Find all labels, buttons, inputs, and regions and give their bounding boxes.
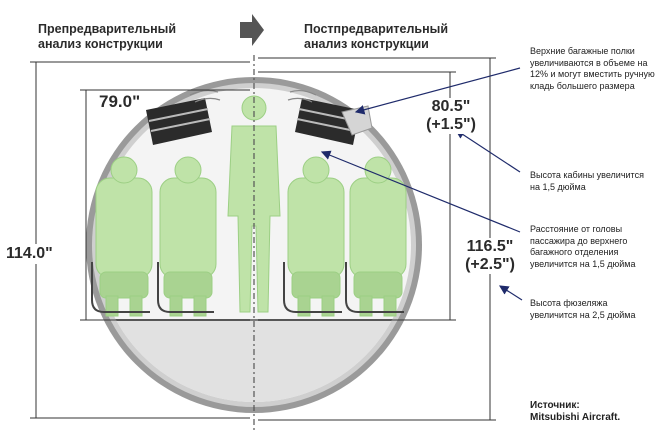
header-left-line2: анализ конструкции: [38, 37, 163, 51]
header-right-line2: анализ конструкции: [304, 37, 429, 51]
fuselage-height-after-group: 116.5" (+2.5"): [452, 238, 528, 274]
cabin-height-after-group: 80.5" (+1.5"): [418, 98, 484, 134]
note-head-line: багажного отделения: [530, 247, 619, 257]
header-right-line1: Постпредварительный: [304, 22, 449, 36]
source-label: Источник:: [530, 400, 580, 411]
seat-1: [95, 156, 153, 317]
cabin-height-delta-label: (+1.5"): [426, 116, 476, 133]
fuselage-height-before-label: 114.0": [4, 244, 55, 264]
seat-3: [287, 156, 345, 317]
overhead-bin-left: [146, 89, 221, 145]
pointer-bins: [354, 67, 521, 115]
source-credit: Источник: Mitsubishi Aircraft.: [530, 400, 620, 424]
header-right: Постпредварительный анализ конструкции: [304, 22, 448, 52]
note-head-clearance: Расстояние от головы пассажира до верхне…: [530, 224, 660, 270]
note-head-line: пассажира до верхнего: [530, 235, 628, 246]
note-bins-line: кладь большего размера: [530, 80, 635, 91]
seat-2: [159, 156, 217, 317]
note-overhead-bins: Верхние багажные полки увеличиваются в о…: [530, 46, 660, 92]
note-head-line: увеличится на 1,5 дюйма: [530, 258, 636, 269]
note-fuselage-line: увеличится на 2,5 дюйма: [530, 309, 636, 320]
cabin-height-before-label: 79.0": [96, 92, 144, 112]
note-fuselage-line: Высота фюзеляжа: [530, 298, 608, 308]
seat-group: [95, 156, 407, 317]
header-left: Препредварительный анализ конструкции: [38, 22, 176, 52]
transition-arrow-icon: [240, 14, 264, 46]
seat-4: [349, 156, 407, 317]
pointer-cabin-height: [454, 129, 521, 173]
note-cabin-line: на 1,5 дюйма: [530, 181, 586, 192]
seat-frames: [91, 262, 404, 313]
header-left-line1: Препредварительный: [38, 22, 177, 36]
dimension-lines-left: [30, 61, 250, 419]
source-name: Mitsubishi Aircraft.: [530, 412, 621, 423]
fuselage-height-delta-label: (+2.5"): [465, 256, 515, 273]
note-bins-line: увеличиваются в объеме на: [530, 57, 648, 68]
note-head-line: Расстояние от головы: [530, 224, 623, 234]
cabin-height-after-label: 80.5": [431, 98, 471, 115]
fuselage-height-after-label: 116.5": [466, 238, 514, 255]
note-fuselage-height: Высота фюзеляжа увеличится на 2,5 дюйма: [530, 298, 660, 321]
note-bins-line: Верхние багажные полки: [530, 46, 635, 56]
pointer-head-clearance: [320, 150, 521, 233]
note-cabin-height: Высота кабины увеличится на 1,5 дюйма: [530, 170, 660, 193]
cabin-floor: [97, 319, 411, 402]
note-cabin-line: Высота кабины увеличится: [530, 170, 644, 180]
note-bins-line: 12% и могут вместить ручную: [530, 69, 655, 79]
pointer-fuselage-height: [498, 285, 523, 301]
callout-pointers: [320, 67, 523, 301]
